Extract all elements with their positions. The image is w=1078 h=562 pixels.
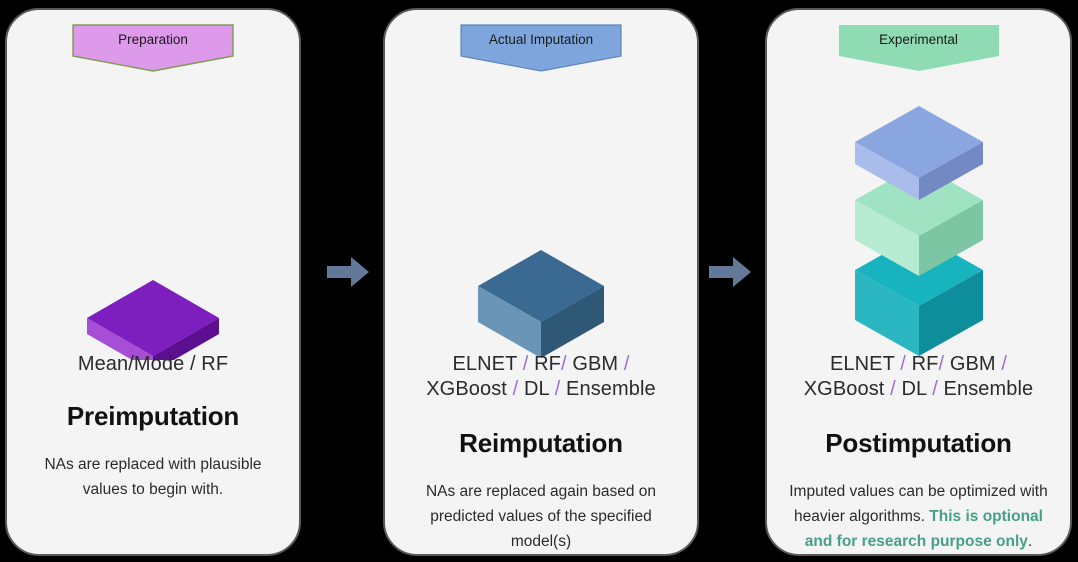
description-text: Imputed values can be optimized with hea… [789, 483, 1048, 525]
banner-label: Preparation [118, 32, 188, 47]
text-block-preimputation: Mean/Mode / RF Preimputation NAs are rep… [17, 352, 289, 502]
description-text: NAs are replaced with plausible values t… [44, 456, 262, 498]
arrow-reimputation-to-postimputation [707, 252, 753, 292]
model-line-1: ELNET / RF/ GBM / [829, 353, 1008, 375]
separator-icon: / [890, 378, 896, 400]
separator-icon: / [522, 353, 529, 375]
stacked-cubes-3d-icon [854, 106, 983, 356]
text-block-reimputation: ELNET / RF/ GBM / XGBoost / DL / Ensembl… [395, 352, 687, 554]
art-purple-slab-3d [7, 250, 299, 360]
stage-description: Imputed values can be optimized with hea… [777, 479, 1060, 554]
description-tail: . [1027, 533, 1033, 550]
stage-heading: Reimputation [459, 428, 623, 458]
model-line: Mean/Mode / RF [77, 353, 229, 375]
panel-preimputation: Preparation Mean/Mode / RF Preimputation… [5, 8, 301, 556]
banner-pentagon-shape [460, 24, 622, 72]
description-highlight: This is optional and for research purpos… [804, 508, 1043, 550]
stage-heading: Postimputation [825, 428, 1012, 458]
separator-icon: / [560, 353, 567, 375]
description-text: NAs are replaced again based on predicte… [425, 483, 657, 550]
arrow-preimputation-to-reimputation [325, 252, 371, 292]
stage-description: NAs are replaced again based on predicte… [395, 479, 687, 554]
banner-label: Experimental [879, 32, 958, 47]
art-blue-cube-3d [385, 228, 697, 360]
stage-banner-preparation: Preparation [72, 24, 234, 72]
model-line-2: XGBoost / DL / Ensemble [803, 378, 1034, 400]
separator-icon: / [938, 353, 945, 375]
stage-banner-actual-imputation: Actual Imputation [460, 24, 622, 72]
panel-reimputation: Actual Imputation ELNET / RF/ GBM / XGBo… [383, 8, 699, 556]
model-line-2: XGBoost / DL / Ensemble [426, 378, 656, 400]
separator-icon: / [1001, 353, 1008, 375]
stage-heading: Preimputation [66, 401, 240, 431]
separator-icon: / [932, 378, 938, 400]
model-line-1: ELNET / RF/ GBM / [452, 353, 630, 375]
banner-label: Actual Imputation [488, 32, 594, 47]
separator-icon: / [900, 353, 906, 375]
separator-icon: / [512, 378, 519, 400]
purple-slab-3d-icon [87, 280, 219, 360]
art-stacked-cubes-3d [767, 88, 1070, 360]
stage-banner-experimental: Experimental [838, 24, 1000, 72]
model-list: Mean/Mode / RF [17, 352, 289, 377]
separator-icon: / [554, 378, 561, 400]
stage-description: NAs are replaced with plausible values t… [17, 452, 289, 502]
right-arrow-icon [327, 257, 369, 287]
panel-postimputation: Experimental [765, 8, 1072, 556]
right-arrow-icon [709, 257, 751, 287]
banner-pentagon-shape [838, 25, 999, 71]
model-list: ELNET / RF/ GBM / XGBoost / DL / Ensembl… [395, 352, 687, 402]
text-block-postimputation: ELNET / RF/ GBM / XGBoost / DL / Ensembl… [777, 352, 1060, 554]
banner-pentagon-shape [72, 24, 234, 72]
blue-cube-3d-icon [478, 250, 604, 358]
separator-icon: / [623, 353, 630, 375]
slab-top-periwinkle [854, 106, 983, 200]
model-list: ELNET / RF/ GBM / XGBoost / DL / Ensembl… [777, 352, 1060, 402]
